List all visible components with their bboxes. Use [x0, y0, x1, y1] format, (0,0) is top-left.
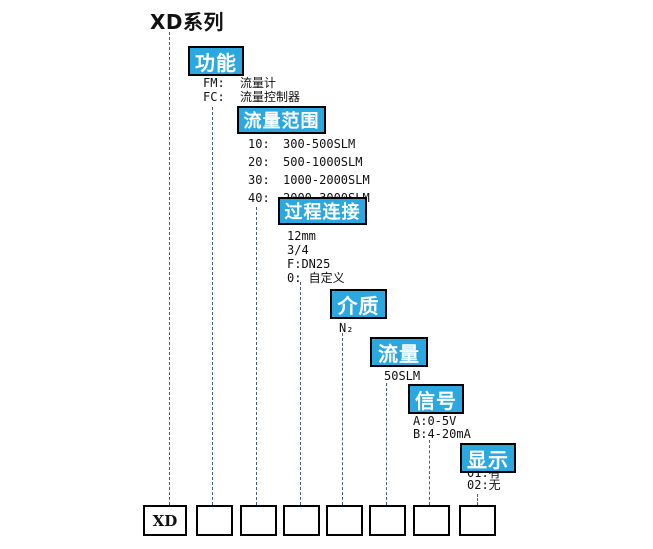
option-row: 3/4	[287, 243, 309, 257]
model-digit-slot-range	[240, 505, 277, 536]
model-digit-slot-signal	[413, 505, 450, 536]
option-code: 40:	[248, 191, 270, 205]
label-box-func: 功能	[188, 46, 244, 76]
series-title: XD系列	[150, 10, 225, 34]
func-options: FM: 流量计 FC: 流量控制器	[203, 76, 300, 104]
connector-line-medium	[342, 333, 343, 505]
option-row: 02:无	[467, 478, 501, 492]
option-row: B:4-20mA	[413, 427, 471, 441]
connector-line-range	[256, 207, 257, 505]
label-box-display: 显示	[460, 443, 516, 473]
option-row: A:0-5V	[413, 414, 457, 428]
option-row: 50SLM	[384, 369, 421, 383]
option-code: 20:	[248, 155, 270, 169]
option-value: 流量控制器	[240, 90, 301, 104]
option-code: 10:	[248, 137, 270, 151]
label-box-process: 过程连接	[278, 197, 367, 225]
option-row: 0: 自定义	[287, 271, 345, 285]
model-digit-slot-display	[459, 505, 496, 536]
option-value: 流量计	[240, 76, 277, 90]
option-value: 1000-2000SLM	[283, 173, 370, 187]
label-box-flow: 流量	[370, 337, 428, 367]
option-row: FC: 流量控制器	[203, 90, 300, 104]
option-row: 12mm	[287, 229, 316, 243]
option-value: 300-500SLM	[283, 137, 356, 151]
option-code: 30:	[248, 173, 270, 187]
label-box-medium: 介质	[330, 289, 387, 319]
process-options: 12mm 3/4 F:DN25 0: 自定义	[287, 229, 345, 285]
signal-options: A:0-5V B:4-20mA	[413, 415, 471, 441]
option-code: FM:	[203, 76, 225, 90]
flow-options: 50SLM	[384, 369, 420, 383]
connector-line-process	[300, 282, 301, 505]
model-digit-slot-flow	[369, 505, 406, 536]
option-row: 10: 300-500SLM	[248, 135, 370, 153]
option-row: F:DN25	[287, 257, 331, 271]
option-row: N₂	[339, 321, 354, 335]
connector-line-model	[169, 32, 170, 505]
connector-line-signal	[429, 440, 430, 505]
medium-options: N₂	[339, 321, 353, 335]
option-row: 20: 500-1000SLM	[248, 153, 370, 171]
label-box-range: 流量范围	[237, 106, 326, 134]
connector-line-flow	[386, 383, 387, 505]
option-row: FM: 流量计	[203, 76, 300, 90]
model-digit-slot-medium	[326, 505, 363, 536]
option-value: 500-1000SLM	[283, 155, 363, 169]
connector-line-func	[212, 107, 213, 505]
model-digit-slot-func	[196, 505, 233, 536]
label-box-signal: 信号	[408, 384, 464, 414]
option-code: FC:	[203, 90, 225, 104]
model-digit-slot-process	[283, 505, 320, 536]
connector-line-display	[477, 494, 478, 505]
model-prefix-box: XD	[143, 505, 187, 536]
option-row: 30: 1000-2000SLM	[248, 171, 370, 189]
